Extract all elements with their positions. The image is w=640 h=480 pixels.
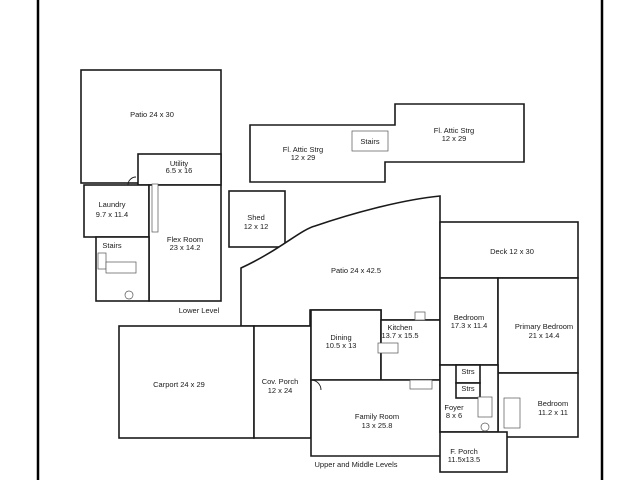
label-foyer-dims: 8 x 6	[446, 411, 462, 420]
bath-fixture-2	[503, 397, 521, 429]
kitchen-counter	[409, 379, 433, 390]
label-shed-dims: 12 x 12	[244, 222, 269, 231]
label-stairs-lower: Stairs	[102, 241, 121, 250]
room-strs-2	[455, 382, 481, 399]
label-upper-middle-levels: Upper and Middle Levels	[315, 460, 398, 469]
label-lower-level: Lower Level	[179, 306, 220, 315]
washer-fixture	[97, 252, 107, 270]
room-utility	[137, 153, 222, 186]
label-attic-right: Fl. Attic Strg	[434, 126, 474, 135]
room-carport	[118, 325, 255, 439]
label-attic-left-dims: 12 x 29	[291, 153, 316, 162]
bath-fixture	[477, 396, 493, 418]
label-f-porch: F. Porch	[450, 447, 478, 456]
label-foyer: Foyer	[444, 403, 464, 412]
label-attic-left: Fl. Attic Strg	[283, 145, 323, 154]
label-primary-bedroom-dims: 21 x 14.4	[529, 331, 560, 340]
label-kitchen-dims: 13.7 x 15.5	[381, 331, 418, 340]
attic-plan	[249, 103, 525, 183]
label-bedroom-1: Bedroom	[454, 313, 484, 322]
room-deck	[439, 221, 579, 279]
label-flex-room: Flex Room	[167, 235, 203, 244]
label-bedroom-1-dims: 17.3 x 11.4	[451, 321, 488, 330]
door-swing-main	[310, 379, 322, 391]
label-patio-lower: Patio 24 x 30	[130, 110, 174, 119]
label-cov-porch: Cov. Porch	[262, 377, 299, 386]
label-flex-room-dims: 23 x 14.2	[170, 243, 201, 252]
attic-stairs-box	[351, 130, 389, 152]
room-shed	[228, 190, 286, 248]
kitchen-island	[377, 342, 399, 354]
label-family-room-dims: 13 x 25.8	[362, 421, 393, 430]
label-dining-dims: 10.5 x 13	[326, 341, 357, 350]
lower-level-plan	[80, 69, 222, 302]
label-patio-upper: Patio 24 x 42.5	[331, 266, 381, 275]
range-fixture	[414, 311, 426, 321]
door-swing	[127, 176, 137, 186]
main-level-plan	[118, 195, 579, 473]
room-laundry	[83, 184, 150, 238]
label-cov-porch-dims: 12 x 24	[268, 386, 293, 395]
label-deck: Deck 12 x 30	[490, 247, 534, 256]
label-shed: Shed	[247, 213, 265, 222]
label-bedroom-2-dims: 11.2 x 11	[538, 408, 568, 417]
room-f-porch	[439, 431, 508, 473]
label-dining: Dining	[330, 333, 351, 342]
room-dining	[310, 309, 382, 381]
toilet-fixture	[124, 290, 134, 300]
label-primary-bedroom: Primary Bedroom	[515, 322, 573, 331]
label-utility-dims: 6.5 x 16	[166, 166, 193, 175]
label-family-room: Family Room	[355, 412, 399, 421]
label-bedroom-2: Bedroom	[538, 399, 568, 408]
label-attic-right-dims: 12 x 29	[442, 134, 467, 143]
label-f-porch-dims: 11.5x13.5	[448, 455, 480, 464]
label-laundry-dims: 9.7 x 11.4	[96, 210, 128, 219]
label-attic-stairs: Stairs	[360, 137, 379, 146]
label-kitchen: Kitchen	[387, 323, 412, 332]
room-cov-porch	[253, 325, 312, 439]
counter-fixture	[105, 261, 137, 274]
closet-fixture	[151, 183, 159, 233]
label-carport: Carport 24 x 29	[153, 380, 205, 389]
label-utility: Utility	[170, 159, 189, 168]
toilet-fixture-main	[480, 422, 490, 432]
label-strs-2: Strs	[461, 384, 475, 393]
label-laundry: Laundry	[98, 200, 125, 209]
label-strs-1: Strs	[461, 367, 475, 376]
